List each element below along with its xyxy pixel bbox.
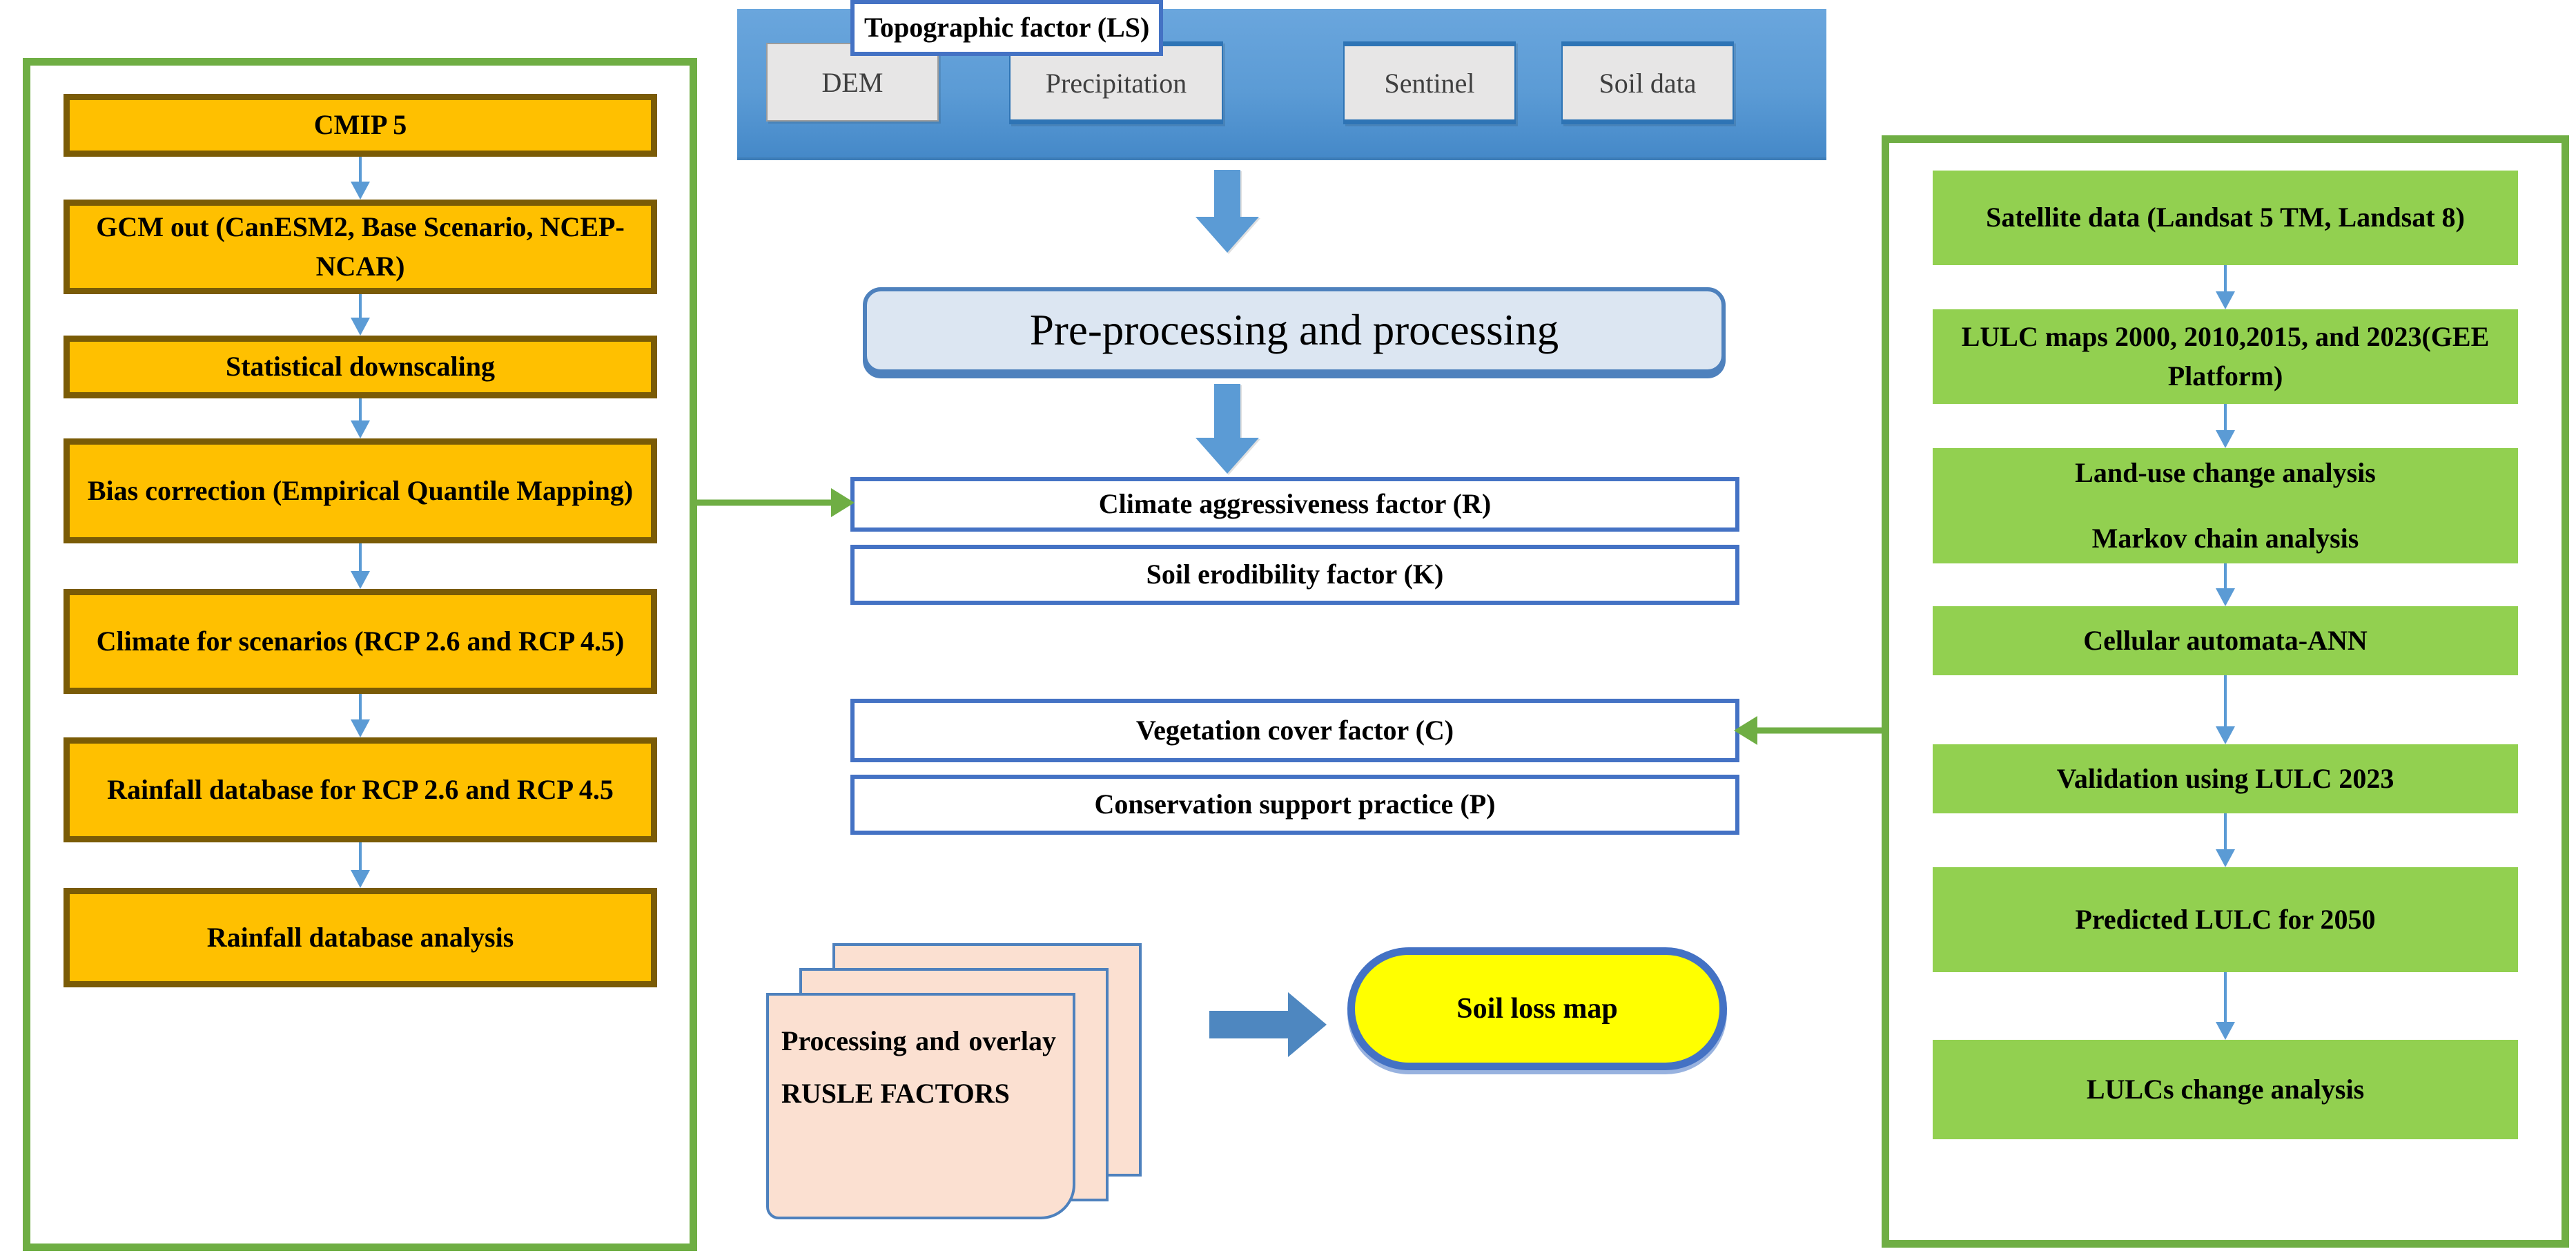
arrow-left-1 [340, 157, 381, 200]
processing-node[interactable]: Pre-processing and processing [863, 287, 1726, 374]
right-box-lulc-maps[interactable]: LULC maps 2000, 2010,2015, and 2023(GEE … [1933, 309, 2518, 404]
input-chip-soil-data[interactable]: Soil data [1561, 41, 1734, 124]
arrow-left-5 [340, 694, 381, 737]
right-box-landuse-line1: Land-use change analysis [2075, 456, 2376, 488]
arrow-right-2 [2205, 404, 2246, 448]
arrow-inputs-to-processing [1193, 170, 1262, 253]
right-box-landuse-line2: Markov chain analysis [2091, 522, 2359, 554]
arrow-processing-to-factors [1193, 384, 1262, 474]
input-chip-dem[interactable]: DEM [766, 43, 939, 122]
arrow-left-4 [340, 543, 381, 589]
doc-sheet-front [766, 993, 1075, 1219]
left-box-cmip5[interactable]: CMIP 5 [64, 94, 657, 157]
right-box-lulcs-change-analysis[interactable]: LULCs change analysis [1933, 1040, 2518, 1139]
arrow-right-4 [2205, 675, 2246, 744]
factor-box-r[interactable]: Climate aggressiveness factor (R) [850, 477, 1739, 532]
rusle-document-stack[interactable]: Processing and overlay RUSLE FACTORS [766, 943, 1153, 1219]
soil-loss-map-output[interactable]: Soil loss map [1347, 947, 1727, 1070]
arrow-left-2 [340, 294, 381, 336]
left-box-bias-correction[interactable]: Bias correction (Empirical Quantile Mapp… [64, 438, 657, 543]
left-box-rainfall-database-analysis[interactable]: Rainfall database analysis [64, 888, 657, 987]
input-chip-sentinel[interactable]: Sentinel [1343, 41, 1516, 124]
factor-box-k[interactable]: Soil erodibility factor (K) [850, 545, 1739, 605]
right-box-predicted-lulc-2050[interactable]: Predicted LULC for 2050 [1933, 867, 2518, 972]
arrow-left-6 [340, 842, 381, 888]
arrow-docs-to-output [1209, 990, 1327, 1059]
right-box-validation-lulc-2023[interactable]: Validation using LULC 2023 [1933, 744, 2518, 813]
left-box-gcm-out[interactable]: GCM out (CanESM2, Base Scenario, NCEP-NC… [64, 200, 657, 294]
right-box-landuse-markov[interactable]: Land-use change analysis Markov chain an… [1933, 448, 2518, 563]
arrow-right-3 [2205, 563, 2246, 606]
arrow-right-1 [2205, 265, 2246, 309]
left-box-statistical-downscaling[interactable]: Statistical downscaling [64, 336, 657, 398]
right-box-satellite-data[interactable]: Satellite data (Landsat 5 TM, Landsat 8) [1933, 171, 2518, 265]
factor-box-c[interactable]: Vegetation cover factor (C) [850, 699, 1739, 762]
connector-left-to-factors [697, 487, 855, 518]
arrow-right-5 [2205, 813, 2246, 867]
left-box-climate-scenarios[interactable]: Climate for scenarios (RCP 2.6 and RCP 4… [64, 589, 657, 694]
right-box-cellular-automata-ann[interactable]: Cellular automata-ANN [1933, 606, 2518, 675]
factor-box-p[interactable]: Conservation support practice (P) [850, 775, 1739, 835]
arrow-left-3 [340, 398, 381, 438]
connector-right-to-factors [1734, 715, 1887, 746]
doc-stack-label: Processing and overlay RUSLE FACTORS [781, 1025, 1056, 1109]
left-box-rainfall-database-rcp[interactable]: Rainfall database for RCP 2.6 and RCP 4.… [64, 737, 657, 842]
factor-box-ls[interactable]: Topographic factor (LS) [850, 0, 1164, 56]
arrow-right-6 [2205, 972, 2246, 1040]
